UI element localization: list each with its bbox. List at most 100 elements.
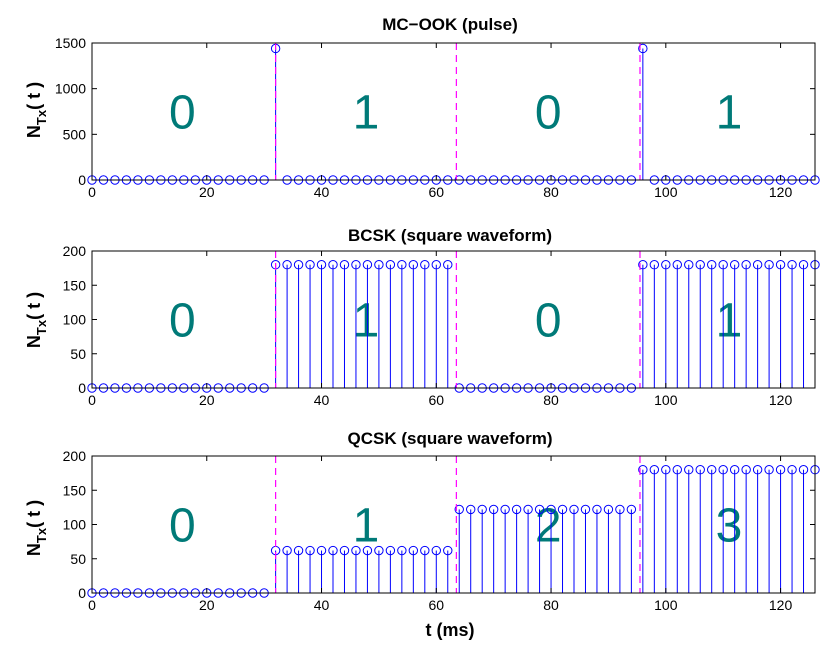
stem-marker [523,504,533,515]
stem-marker [374,260,384,270]
stem-marker [615,504,625,515]
stem-marker [466,504,476,515]
symbol-label: 1 [716,87,743,140]
stem-marker [649,260,660,270]
y-tick-label: 50 [70,551,86,567]
chart-title: QCSK (square waveform) [348,429,553,448]
stem-marker [729,465,740,475]
stem-marker [397,545,407,556]
stem-marker [431,545,441,556]
y-tick-label: 100 [63,312,87,328]
stem-marker [316,260,327,270]
symbol-label: 0 [169,295,196,348]
symbol-label: 1 [716,295,743,348]
stem-marker [718,465,728,475]
stem-marker [741,260,751,270]
y-label-main: N [24,335,44,348]
y-label-sub: Tx [34,109,49,125]
symbol-label: 1 [353,295,380,348]
y-axis-label: NTx( t ) [24,292,49,348]
symbol-label: 1 [353,500,380,553]
x-tick-label: 20 [199,597,215,613]
y-tick-label: 50 [70,346,86,362]
stem-marker [328,545,338,556]
symbol-label: 0 [535,87,562,140]
x-tick-label: 0 [88,184,96,200]
stem-marker [775,260,786,270]
x-tick-label: 120 [769,184,793,200]
y-tick-label: 150 [63,482,87,498]
y-tick-label: 0 [78,380,86,396]
stem-marker [443,260,453,270]
stem-marker [775,465,786,475]
chart-title: BCSK (square waveform) [348,226,552,245]
symbol-label: 0 [169,500,196,553]
stem-marker [339,545,350,556]
x-tick-label: 100 [654,597,678,613]
x-tick-label: 100 [654,184,678,200]
svg-text:NTx( t ): NTx( t ) [24,292,49,348]
symbol-label: 1 [353,87,380,140]
y-label-sub: Tx [34,527,49,543]
stem-marker [707,465,717,475]
x-tick-label: 40 [314,184,330,200]
stem-marker [718,260,728,270]
stem-marker [293,260,304,270]
stem-marker [672,260,682,270]
stem-marker [592,504,602,515]
stem-marker [362,260,373,270]
stem-marker [420,260,430,270]
stem-marker [798,465,809,475]
stem-marker [752,465,763,475]
y-label-main: N [24,543,44,556]
y-tick-label: 0 [78,172,86,188]
symbol-label: 0 [169,87,196,140]
y-label-main: N [24,125,44,138]
stem-marker [385,545,396,556]
stem-marker [649,465,660,475]
y-tick-label: 1000 [55,81,86,97]
x-tick-label: 80 [543,597,559,613]
y-tick-label: 200 [63,243,87,259]
x-tick-label: 60 [428,392,444,408]
x-tick-label: 80 [543,392,559,408]
svg-text:NTx( t ): NTx( t ) [24,82,49,138]
stem-marker [729,260,740,270]
symbol-label: 3 [716,500,743,553]
y-label-suffix: ( t ) [24,82,44,110]
y-tick-label: 1500 [55,35,86,51]
stem-marker [603,504,614,515]
x-tick-label: 120 [769,392,793,408]
stem-marker [282,545,292,556]
y-axis-label: NTx( t ) [24,82,49,138]
x-tick-label: 60 [428,597,444,613]
stem-marker [534,504,545,515]
stem-marker [316,545,327,556]
stem-marker [787,260,797,270]
stem-marker [397,260,407,270]
stem-marker [798,260,809,270]
y-tick-label: 0 [78,585,86,601]
chart-title: MC−OOK (pulse) [382,15,518,34]
stem-marker [638,260,648,270]
svg-text:NTx( t ): NTx( t ) [24,500,49,556]
stem-marker [580,504,591,515]
x-tick-label: 20 [199,184,215,200]
x-tick-label: 0 [88,597,96,613]
y-tick-label: 100 [63,517,87,533]
x-axis-label: t (ms) [426,620,475,640]
axes-frame [91,250,816,389]
stem-marker [626,504,637,515]
stem-marker [557,504,568,515]
x-tick-label: 20 [199,392,215,408]
stem-marker [695,465,705,475]
stem-marker [661,260,671,270]
x-tick-label: 60 [428,184,444,200]
stem-marker [293,545,304,556]
stem-marker [305,260,315,270]
